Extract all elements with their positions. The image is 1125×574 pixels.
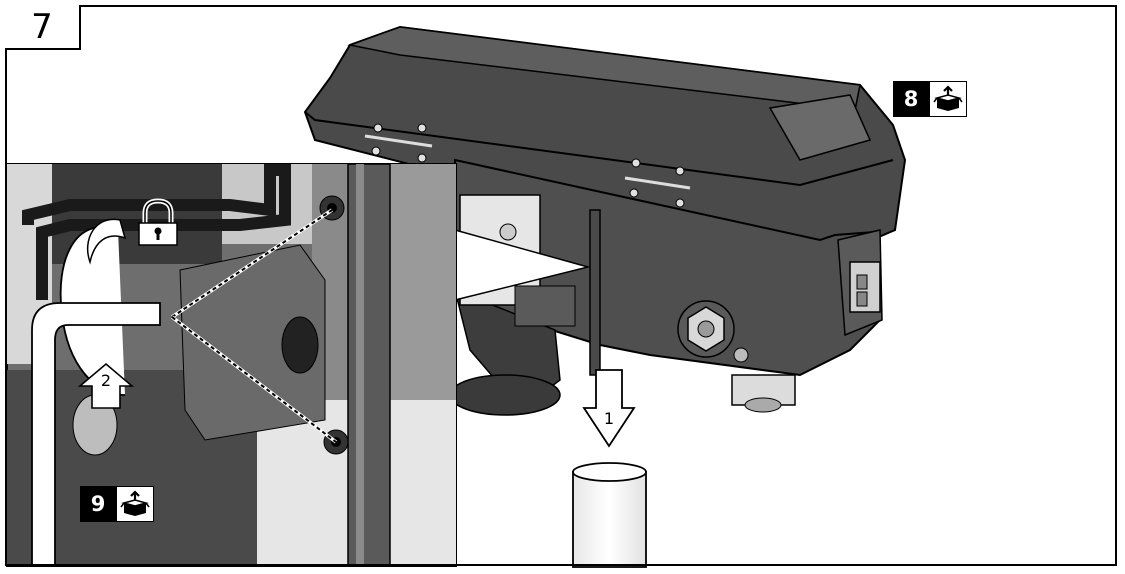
figure-border [5,5,1117,566]
arrow-2-label: 2 [101,371,111,390]
part-number-8: 8 [893,81,929,117]
arrow-1-label: 1 [604,409,614,428]
part-number-9: 9 [80,486,116,522]
unpack-box-icon [929,81,967,117]
push-down-arrow [582,369,636,448]
unpack-box-icon [116,486,154,522]
inset-detail [6,163,457,567]
part-tag-8: 8 [893,81,967,117]
arbor-tube [572,462,647,568]
part-tag-9: 9 [80,486,154,522]
step-number: 7 [31,6,53,47]
rotate-arrow-head [77,362,135,409]
lock-icon [138,198,178,246]
drill-head-housing [303,25,907,416]
step-number-box: 7 [5,5,81,50]
